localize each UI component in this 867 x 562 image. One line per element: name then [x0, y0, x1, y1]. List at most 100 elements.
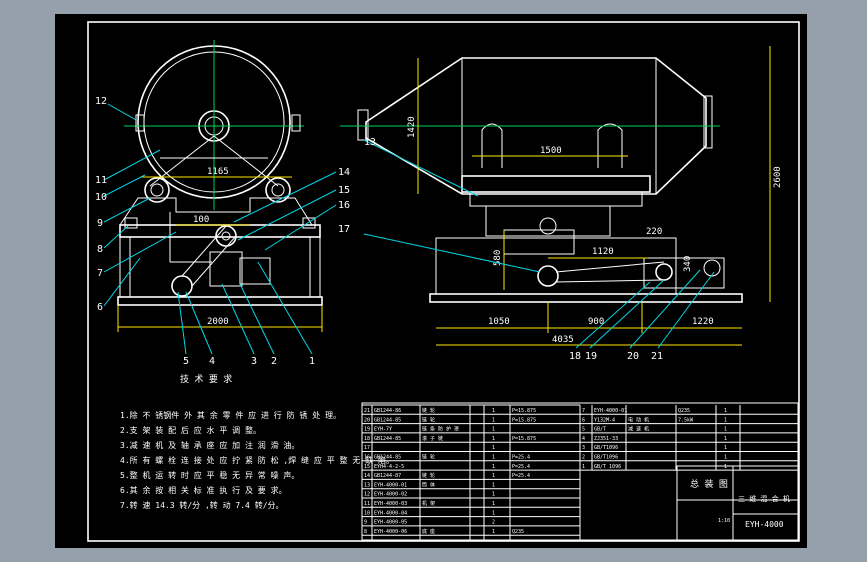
bom-cell-no: 20	[364, 417, 370, 423]
drive-sprocket-inner	[221, 231, 231, 241]
bom-cell-code: EYH-4000-03	[374, 501, 407, 507]
bom-cell-code: GB/T1096	[594, 455, 618, 461]
dim-1500-label: 1500	[540, 146, 562, 156]
bom-left-row: 17 1	[364, 445, 495, 451]
leader-5	[177, 291, 187, 355]
leader-2	[239, 283, 275, 355]
dim-1120-label: 1120	[592, 247, 614, 257]
side-sprocket-low	[537, 265, 559, 287]
callout-3: 3	[251, 356, 257, 367]
callout-21: 21	[651, 351, 663, 362]
bom-cell-qty: 1	[724, 445, 727, 451]
dim-900-label: 900	[588, 317, 604, 327]
bom-cell-no: 16	[364, 455, 370, 461]
front-chain-a	[181, 225, 227, 277]
bom-cell-code: EYH-4000-01	[594, 408, 627, 414]
callout-13: 13	[364, 137, 376, 148]
leader-21	[657, 271, 715, 349]
drawing-background	[55, 14, 807, 548]
callout-2: 2	[271, 356, 277, 367]
callout-16: 16	[338, 200, 350, 211]
bom-cell-no: 21	[364, 408, 370, 414]
note-3: 3.减 速 机 及 轴 承 座 应 加 注 润 滑 油。	[120, 440, 299, 450]
bom-cell-qty: 1	[492, 510, 495, 516]
leader-11	[103, 149, 161, 181]
dim-1165-label: 1165	[207, 167, 229, 177]
bom-cell-name: 滚 子 链	[422, 435, 443, 442]
bom-cell-no: 2	[582, 455, 585, 461]
bom-cell-qty: 1	[492, 529, 495, 535]
bom-cell-no: 17	[364, 445, 370, 451]
bom-cell-code: GB1244-86	[374, 408, 401, 414]
dim-100-label: 100	[193, 215, 209, 225]
front-base-plate	[117, 296, 323, 306]
inlet-flange	[357, 109, 369, 141]
bom-cell-spec: P=15.875	[512, 408, 536, 414]
bom-cell-code: EYH-4000-01	[374, 482, 407, 488]
dim-580-label: 580	[493, 250, 503, 266]
bom-cell-qty: 1	[492, 445, 495, 451]
title-block: 总 装 图 三 维 混 合 机 EYH-4000 1:10	[676, 465, 799, 541]
bom-left-grid	[361, 404, 799, 540]
bom-cell-no: 5	[582, 427, 585, 433]
bom-cell-name: 电 动 机	[628, 416, 649, 423]
dim-2600-label: 2600	[773, 166, 783, 188]
drawing-scale: 1:10	[718, 518, 730, 524]
bom-cell-code: GB/T1096	[594, 445, 618, 451]
side-chain-a	[555, 261, 665, 273]
note-2: 2.支 架 装 配 后 应 水 平 调 整。	[120, 425, 261, 435]
leader-19	[589, 279, 665, 349]
leader-12	[107, 103, 137, 121]
dim-1420-label: 1420	[407, 116, 417, 138]
bom-cell-qty: 1	[492, 427, 495, 433]
bom-cell-name: 链 轮	[422, 407, 435, 414]
leader-10	[103, 174, 146, 197]
bom-cell-qty: 1	[724, 417, 727, 423]
roller-right	[265, 177, 291, 203]
bom-cell-code: GB1244-85	[374, 436, 401, 442]
bom-cell-no: 1	[582, 464, 585, 470]
roller-left-inner	[150, 183, 164, 197]
bom-cell-qty: 1	[724, 455, 727, 461]
leader-3	[221, 283, 255, 355]
motor	[239, 257, 271, 285]
drum-spoke-right	[213, 135, 279, 187]
dim-1050-label: 1050	[488, 317, 510, 327]
callout-18: 18	[569, 351, 581, 362]
bom-cell-code: GB/T 1096	[594, 464, 621, 470]
bearing-right	[302, 217, 316, 229]
note-1: 1.除 不 锈钢件 外 其 余 零 件 应 进 行 防 锈 处 理。	[120, 410, 341, 420]
leader-8	[103, 225, 129, 249]
dim-4035-label: 4035	[552, 335, 574, 345]
bom-cell-code: GB/T	[594, 427, 606, 433]
bom-cell-code: EYH-4000-05	[374, 520, 407, 526]
bom-cell-code: EYH-4000-02	[374, 492, 407, 498]
bom-cell-no: 9	[364, 520, 367, 526]
leader-14	[233, 171, 337, 223]
dim-220-label: 220	[646, 227, 662, 237]
drum-clamp-left	[135, 114, 145, 132]
bom-cell-qty: 1	[724, 464, 727, 470]
callout-6: 6	[97, 302, 103, 313]
callout-11: 11	[95, 175, 107, 186]
leader-16	[264, 204, 337, 251]
callout-8: 8	[97, 244, 103, 255]
callout-9: 9	[97, 218, 103, 229]
bearing-left	[124, 217, 138, 229]
leader-17	[363, 233, 541, 273]
bom-cell-name: 筒 体	[422, 481, 435, 488]
callout-20: 20	[627, 351, 639, 362]
bom-cell-spec: Q235	[678, 408, 690, 414]
leader-7	[103, 231, 177, 273]
drum-spoke-left	[149, 135, 215, 187]
bom-cell-no: 12	[364, 492, 370, 498]
drawing-number: EYH-4000	[745, 520, 784, 529]
